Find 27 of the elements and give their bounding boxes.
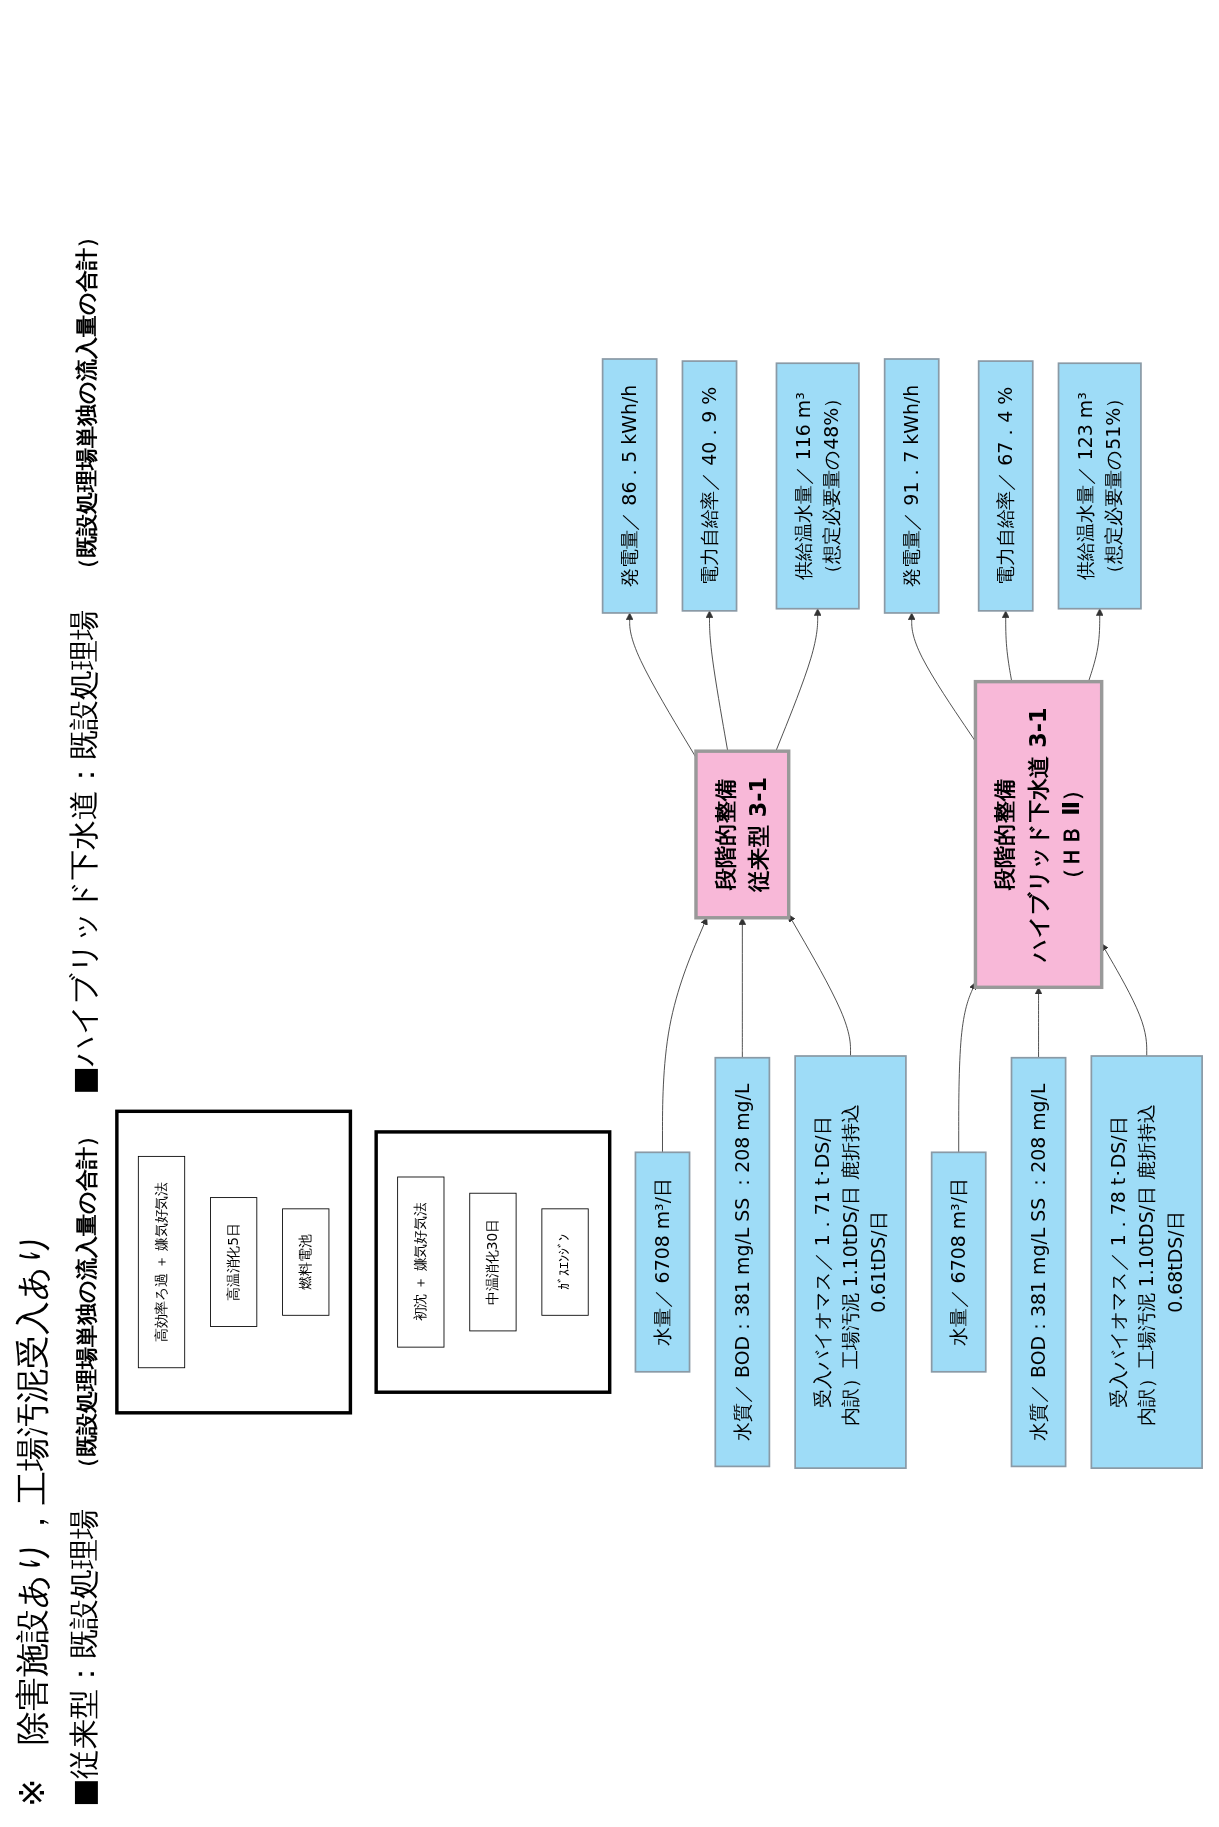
section-heading: ■従来型：既設処理場 [65,1508,102,1807]
cluster [374,1130,612,1394]
title: ※ 除害施設あり，工場汚泥受入あり [11,1230,53,1807]
node-box [714,1056,771,1468]
node-box [977,360,1034,612]
section-note: （既設処理場単独の流入量の合計） [73,1124,100,1479]
section-note: （既設処理場単独の流入量の合計） [73,226,100,581]
node-box [883,358,940,614]
node-box [930,1151,987,1373]
node-box [634,1151,691,1373]
cluster [115,1109,353,1415]
node-box [210,1197,258,1327]
node-box [1010,1056,1067,1468]
node-box [1057,362,1142,610]
node-box [973,679,1104,989]
node-box [794,1055,907,1469]
node-box [469,1192,517,1332]
node-box [541,1208,589,1316]
node-box [601,358,658,614]
node-box [1090,1055,1203,1469]
node-box [775,362,860,610]
node-box [681,360,738,612]
node-box [282,1208,330,1316]
node-box [694,749,791,920]
section-heading: ■ハイブリッド下水道：既設処理場 [65,610,102,1095]
node-box [397,1176,445,1348]
node-box [137,1155,186,1369]
